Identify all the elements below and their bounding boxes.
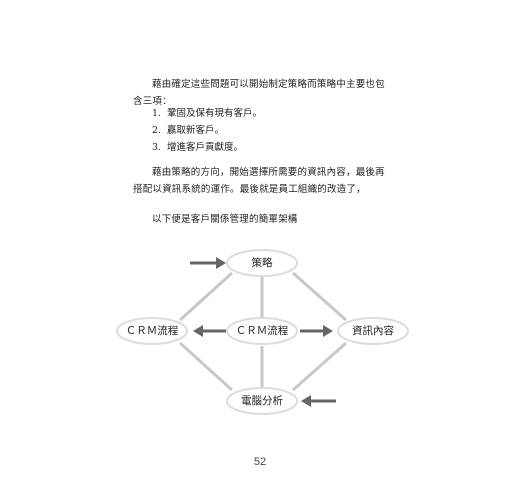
paragraph-1-line-1: 藉由確定這些問題可以開始制定策略而策略中主要也包 [152, 79, 385, 90]
paragraph-1: 藉由確定這些問題可以開始制定策略而策略中主要也包 含三項： [133, 76, 395, 110]
connector-line [292, 271, 347, 322]
strategy-list: 1. 鞏固及保有現有客戶。 2. 贏取新客戶。 3. 增進客戶貢獻度。 [152, 105, 262, 156]
arrow-head-icon [193, 325, 203, 337]
node-crm-center [226, 317, 298, 345]
diagram-intro: 以下便是客戶關係管理的簡單架構 [152, 214, 298, 225]
node-crm-left [116, 317, 188, 345]
paragraph-2: 藉由策略的方向，開始選擇所需要的資訊內容，最後再 搭配以資訊系統的運作。最後就是… [133, 164, 395, 198]
connector-line [178, 341, 234, 392]
connector-line [292, 341, 347, 392]
node-info [337, 317, 409, 345]
arrow-head-icon [301, 395, 311, 407]
page-number: 52 [253, 456, 267, 468]
arrow-head-icon [323, 325, 333, 337]
node-analysis [226, 387, 298, 415]
paragraph-1-line-2: 含三項： [133, 96, 172, 107]
list-item: 2. 贏取新客戶。 [152, 125, 225, 136]
arrow-head-icon [216, 257, 226, 269]
list-item: 3. 增進客戶貢獻度。 [152, 142, 244, 153]
node-label-analysis: 電腦分析 [241, 394, 283, 407]
node-label-crm-center: ＣＲＭ流程 [236, 324, 289, 337]
node-label-strategy: 策略 [252, 256, 273, 269]
node-label-crm-left: ＣＲＭ流程 [126, 324, 179, 337]
node-strategy [226, 249, 298, 277]
paragraph-2-line-1: 藉由策略的方向，開始選擇所需要的資訊內容，最後再 [152, 167, 385, 178]
node-label-info: 資訊內容 [352, 324, 394, 337]
connector-line [178, 271, 234, 322]
list-item: 1. 鞏固及保有現有客戶。 [152, 108, 263, 119]
paragraph-2-line-2: 搭配以資訊系統的運作。最後就是員工組織的改造了， [133, 184, 366, 195]
